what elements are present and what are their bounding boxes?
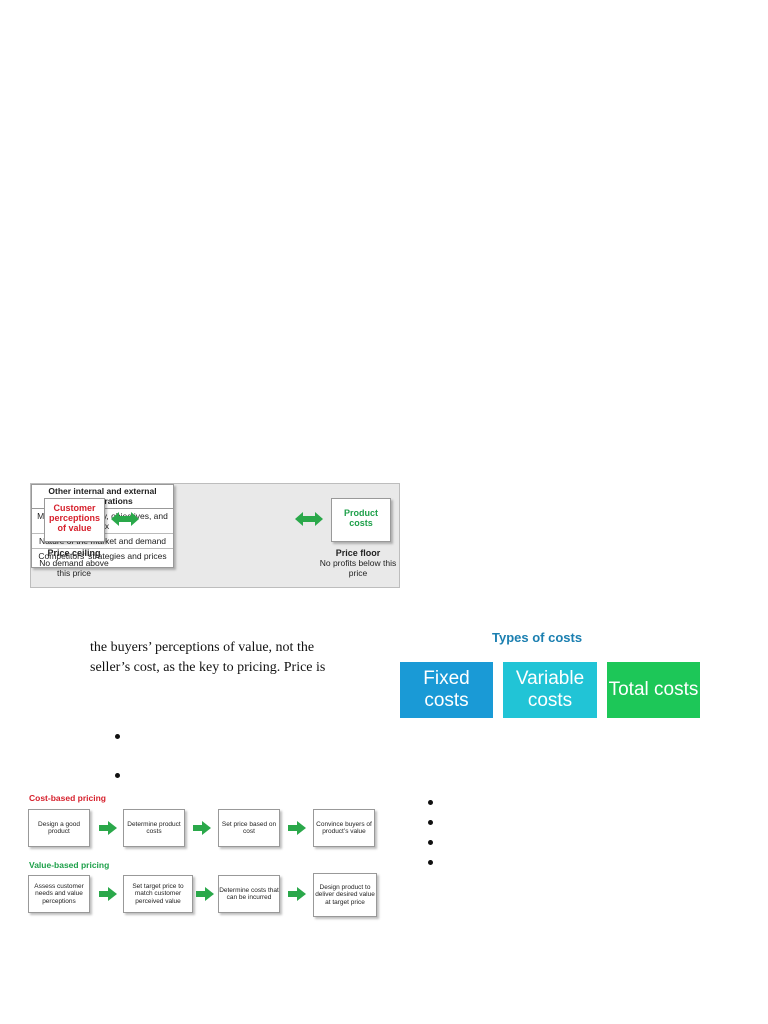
bullet-point [428, 820, 433, 825]
cost-based-label: Cost-based pricing [29, 793, 106, 803]
double-arrow-icon [295, 512, 323, 526]
bullet-point [115, 734, 120, 739]
bullet-point [115, 773, 120, 778]
flow-step: Determine costs that can be incurred [218, 875, 280, 913]
right-arrow-icon [196, 887, 214, 901]
double-arrow-icon [111, 512, 139, 526]
paragraph-line: seller’s cost, as the key to pricing. Pr… [90, 660, 326, 675]
customer-perceptions-box: Customer perceptions of value [44, 498, 105, 542]
pricing-flow-figure: Cost-based pricing Design a good product… [25, 793, 395, 933]
flow-step: Set target price to match customer perce… [123, 875, 193, 913]
flow-step: Assess customer needs and value percepti… [28, 875, 90, 913]
flow-step: Set price based on cost [218, 809, 280, 847]
fixed-costs-tile: Fixed costs [400, 662, 493, 718]
bullet-point [428, 840, 433, 845]
right-arrow-icon [193, 821, 211, 835]
bullet-point [428, 800, 433, 805]
paragraph-line: the buyers’ perceptions of value, not th… [90, 640, 315, 655]
right-arrow-icon [288, 821, 306, 835]
price-ceiling-text: No demand above this price [39, 558, 109, 578]
bullet-point [428, 860, 433, 865]
right-arrow-icon [99, 887, 117, 901]
variable-costs-tile: Variable costs [503, 662, 597, 718]
price-ceiling-title: Price ceiling [47, 548, 101, 558]
flow-step: Determine product costs [123, 809, 185, 847]
right-arrow-icon [288, 887, 306, 901]
consideration-item: Competitors’ strategies and prices [38, 551, 167, 561]
types-of-costs-title: Types of costs [492, 630, 583, 645]
flow-step: Convince buyers of product’s value [313, 809, 375, 847]
product-costs-box: Product costs [331, 498, 391, 542]
price-floor-text: No profits below this price [319, 558, 397, 578]
total-costs-tile: Total costs [607, 662, 700, 718]
flow-step: Design a good product [28, 809, 90, 847]
price-ceiling-caption: Price ceiling No demand above this price [33, 548, 115, 578]
flow-step: Design product to deliver desired value … [313, 873, 377, 917]
pricing-considerations-figure: Customer perceptions of value Other inte… [30, 483, 400, 588]
right-arrow-icon [99, 821, 117, 835]
price-floor-title: Price floor [335, 548, 381, 558]
price-floor-caption: Price floor No profits below this price [319, 548, 397, 578]
value-based-label: Value-based pricing [29, 860, 110, 870]
